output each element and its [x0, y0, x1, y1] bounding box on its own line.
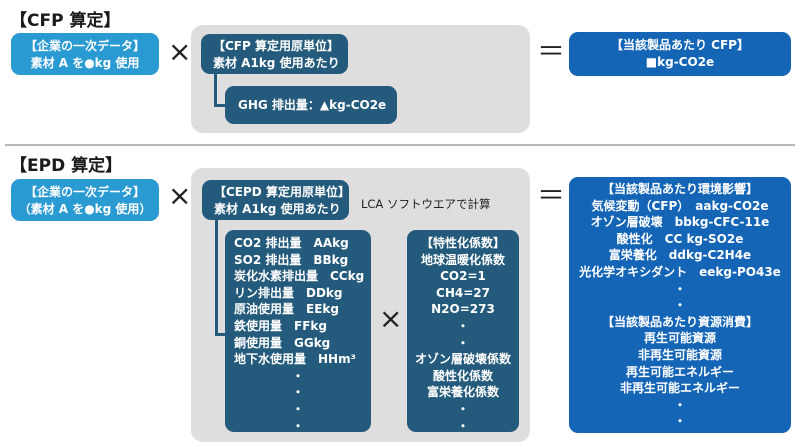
cfp-connector-vertical [214, 74, 217, 106]
epd-unit-box: 【CEPD 算定用原単位】 素材 A1kg 使用あたり [202, 180, 350, 220]
epd-connector-vertical [215, 220, 218, 336]
usage-copper: 銅使用量 GGkg [234, 335, 331, 350]
factor-ch4: CH4=27 [436, 285, 490, 300]
resource-non-renewable: 非再生可能資源 [637, 347, 722, 362]
epd-unit-basis: 素材 A1kg 使用あたり [214, 202, 341, 217]
resource-renewable: 再生可能資源 [643, 331, 716, 346]
emissions-continuation: ・ [291, 385, 304, 400]
factors-continuation: ・ [456, 335, 469, 350]
emissions-continuation: ・ [291, 368, 304, 383]
epd-company-data-box: 【企業の一次データ】 （素材 A を●kg 使用） [11, 179, 159, 221]
epd-inner-times-sign: × [379, 302, 403, 335]
impact-acidification: 酸性化 CC kg-SO2e [616, 231, 744, 246]
energy-non-renewable: 非再生可能エネルギー [619, 381, 740, 396]
factor-ozone-depletion: オゾン層破壊係数 [414, 352, 511, 367]
impact-photochemical-oxidant: 光化学オキシダント eekg-PO43e [579, 264, 781, 279]
lca-software-note: LCA ソフトウエアで計算 [361, 197, 491, 211]
factor-acidification: 酸性化係数 [432, 368, 493, 383]
emissions-continuation: ・ [291, 401, 304, 416]
cfp-equals-sign: ＝ [537, 35, 566, 68]
emission-phosphorus: リン排出量 DDkg [234, 285, 343, 300]
usage-crude-oil: 原油使用量 EEkg [234, 302, 339, 317]
epd-equals-sign: ＝ [537, 179, 566, 212]
cfp-unit-heading: 【CFP 算定用原単位】 [213, 39, 339, 53]
epd-emissions-box: CO2 排出量 AAkg SO2 排出量 BBkg 炭化水素排出量 CCkg リ… [225, 230, 371, 433]
factors-continuation: ・ [456, 418, 469, 433]
cfp-result-value: ■kg-CO2e [645, 55, 715, 70]
cfp-company-heading: 【企業の一次データ】 [24, 39, 145, 53]
factor-co2: CO2=1 [440, 269, 486, 284]
cfp-ghg-emission: GHG 排出量：▲kg-CO2e [238, 98, 387, 112]
epd-unit-heading: 【CEPD 算定用原単位】 [214, 185, 350, 199]
cfp-unit-basis: 素材 A1kg 使用あたり [213, 56, 340, 71]
factor-gwp: 地球温暖化係数 [420, 252, 505, 267]
section-divider [5, 144, 795, 146]
resource-continuation: ・ [673, 397, 686, 412]
cfp-connector-horizontal [214, 104, 226, 107]
usage-groundwater: 地下水使用量 HHm³ [234, 352, 356, 367]
impact-continuation: ・ [673, 281, 686, 296]
cfp-unit-box: 【CFP 算定用原単位】 素材 A1kg 使用あたり [201, 34, 348, 74]
epd-result-box: 【当該製品あたり環境影響】 気候変動（CFP） aakg-CO2e オゾン層破壊… [569, 177, 791, 433]
emission-co2: CO2 排出量 AAkg [234, 236, 349, 250]
cfp-section-title: 【CFP 算定】 [10, 11, 121, 31]
impact-continuation: ・ [673, 298, 686, 313]
cfp-result-heading: 【当該製品あたり CFP】 [611, 38, 749, 52]
resource-continuation: ・ [673, 414, 686, 429]
emission-so2: SO2 排出量 BBkg [234, 252, 349, 267]
cfp-company-data-box: 【企業の一次データ】 素材 A を●kg 使用 [11, 33, 159, 75]
factors-continuation: ・ [456, 318, 469, 333]
factors-continuation: ・ [456, 401, 469, 416]
usage-iron: 鉄使用量 FFkg [234, 318, 327, 333]
cfp-company-usage: 素材 A を●kg 使用 [30, 56, 140, 71]
epd-factors-box: 【特性化係数】 地球温暖化係数 CO2=1 CH4=27 N2O=273 ・ ・… [407, 230, 519, 433]
epd-company-usage: （素材 A を●kg 使用） [18, 202, 152, 217]
resource-heading: 【当該製品あたり資源消費】 [601, 314, 758, 329]
epd-connector-horizontal [215, 333, 227, 336]
epd-times-sign: × [168, 179, 192, 212]
cfp-result-box: 【当該製品あたり CFP】 ■kg-CO2e [569, 32, 791, 76]
emission-hydrocarbon: 炭化水素排出量 CCkg [234, 269, 365, 284]
impact-climate-change: 気候変動（CFP） aakg-CO2e [591, 198, 769, 213]
factor-n2o: N2O=273 [431, 302, 495, 317]
impact-ozone-depletion: オゾン層破壊 bbkg-CFC-11e [590, 215, 770, 230]
impact-eutrophication: 富栄養化 ddkg-C2H4e [608, 248, 752, 263]
energy-renewable: 再生可能エネルギー [625, 364, 734, 379]
factors-heading: 【特性化係数】 [420, 236, 505, 250]
epd-section-title: 【EPD 算定】 [10, 156, 123, 176]
cfp-ghg-box: GHG 排出量：▲kg-CO2e [225, 86, 397, 124]
emissions-continuation: ・ [291, 418, 304, 433]
epd-company-heading: 【企業の一次データ】 [24, 185, 145, 199]
cfp-times-sign: × [168, 35, 192, 68]
factor-eutrophication: 富栄養化係数 [426, 385, 499, 400]
env-impact-heading: 【当該製品あたり環境影響】 [601, 182, 758, 196]
